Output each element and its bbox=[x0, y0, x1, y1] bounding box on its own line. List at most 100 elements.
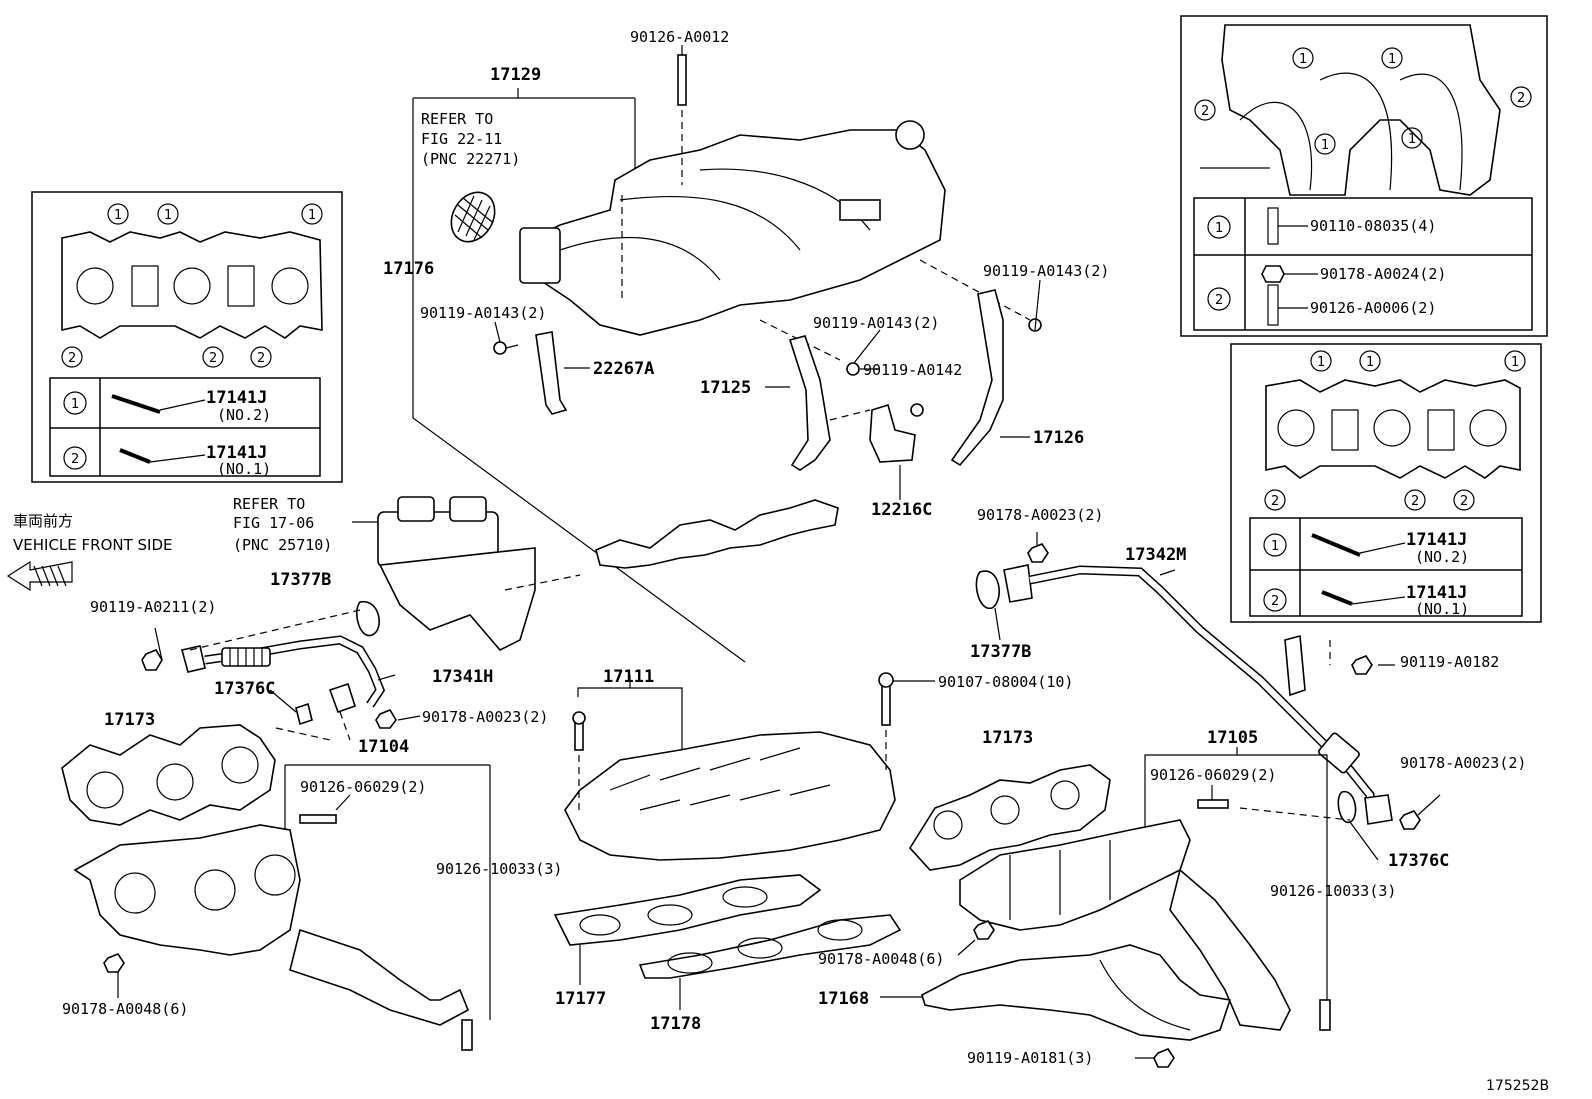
egr-pipe-17342m bbox=[975, 543, 1421, 830]
svg-text:2: 2 bbox=[1201, 104, 1209, 119]
inset-left-gasket: 1 1 1 2 2 2 1 2 17141J (NO.2) 17141J (NO… bbox=[31, 191, 343, 483]
label-12216c: 12216C bbox=[871, 500, 932, 520]
front-label-en: VEHICLE FRONT SIDE bbox=[13, 536, 173, 554]
label-90126-06029-a: 90126-06029(2) bbox=[300, 778, 426, 796]
label-90119-a0143-c: 90119-A0143(2) bbox=[983, 262, 1109, 280]
front-arrow-icon bbox=[6, 560, 73, 592]
inset-mr-row1-note: (NO.2) bbox=[1415, 548, 1469, 566]
exhaust-manifold-17105 bbox=[959, 747, 1351, 1031]
nut-90178-a0048-left bbox=[103, 953, 125, 973]
label-90178-a0023-c: 90178-A0023(2) bbox=[1400, 754, 1526, 772]
svg-text:1: 1 bbox=[114, 208, 122, 223]
label-17177: 17177 bbox=[555, 989, 606, 1009]
label-17178: 17178 bbox=[650, 1014, 701, 1034]
svg-text:2: 2 bbox=[1411, 494, 1419, 509]
intake-manifold-17111 bbox=[564, 672, 935, 861]
svg-text:2: 2 bbox=[1271, 494, 1279, 509]
bracket-22267a bbox=[535, 331, 568, 415]
gasket-17376c-right bbox=[1337, 791, 1357, 823]
exhaust-gasket-right bbox=[909, 764, 1111, 871]
stud-90126-a0012 bbox=[677, 54, 687, 106]
label-17376c-left: 17376C bbox=[214, 679, 275, 699]
label-90126-a0012: 90126-A0012 bbox=[630, 28, 729, 46]
ref-17-06-line1: REFER TO bbox=[233, 495, 305, 513]
inset-tr-row2-part-b: 90126-A0006(2) bbox=[1310, 299, 1436, 317]
manifold-body bbox=[527, 129, 946, 336]
inset-left-frame bbox=[31, 191, 343, 483]
exhaust-manifold-17104 bbox=[73, 764, 491, 1051]
label-17104: 17104 bbox=[358, 737, 409, 757]
svg-text:1: 1 bbox=[1511, 355, 1519, 370]
label-90107-08004: 90107-08004(10) bbox=[938, 673, 1073, 691]
upper-intake-manifold bbox=[412, 45, 1031, 663]
label-17342m: 17342M bbox=[1125, 545, 1186, 565]
svg-text:1: 1 bbox=[1299, 52, 1307, 67]
svg-text:1: 1 bbox=[71, 397, 79, 412]
bracket-17126 bbox=[950, 289, 1004, 467]
label-90178-a0023-a: 90178-A0023(2) bbox=[422, 708, 548, 726]
svg-text:1: 1 bbox=[1215, 221, 1223, 236]
svg-text:1: 1 bbox=[1321, 138, 1329, 153]
inset-left-row2-note: (NO.1) bbox=[217, 460, 271, 478]
label-17176: 17176 bbox=[383, 259, 434, 279]
label-17129: 17129 bbox=[490, 65, 541, 85]
gasket-outline bbox=[61, 231, 323, 339]
leader-lines bbox=[117, 279, 1441, 998]
egr-pipe-17341h bbox=[141, 601, 397, 741]
bracket-12216c bbox=[869, 403, 916, 463]
inset-left-row1-part: 17141J bbox=[206, 388, 267, 408]
inset-mr-row2-part: 17141J bbox=[1406, 583, 1467, 603]
svg-text:2: 2 bbox=[1460, 494, 1468, 509]
svg-text:2: 2 bbox=[257, 351, 265, 366]
ref-17-06-line2: FIG 17-06 bbox=[233, 514, 314, 532]
label-17377b-left: 17377B bbox=[270, 570, 331, 590]
inset-mr-row2-note: (NO.1) bbox=[1415, 600, 1469, 618]
label-17376c-right: 17376C bbox=[1388, 851, 1449, 871]
ref-22-11-line2: FIG 22-11 bbox=[421, 130, 502, 148]
bolt-90119-a0211 bbox=[141, 649, 163, 671]
svg-text:1: 1 bbox=[164, 208, 172, 223]
label-17125: 17125 bbox=[700, 378, 751, 398]
inset-tr-row1-part: 90110-08035(4) bbox=[1310, 217, 1436, 235]
upper-gasket-17176 bbox=[595, 499, 839, 569]
vehicle-front-indicator: 車両前方 VEHICLE FRONT SIDE bbox=[6, 512, 173, 592]
label-90178-a0048-a: 90178-A0048(6) bbox=[62, 1000, 188, 1018]
label-90119-a0142: 90119-A0142 bbox=[863, 361, 962, 379]
svg-text:1: 1 bbox=[1317, 355, 1325, 370]
ref-22-11-line3: (PNC 22271) bbox=[421, 150, 520, 168]
label-17168: 17168 bbox=[818, 989, 869, 1009]
svg-text:2: 2 bbox=[209, 351, 217, 366]
label-90119-a0182: 90119-A0182 bbox=[1400, 653, 1499, 671]
svg-text:2: 2 bbox=[1215, 293, 1223, 308]
label-90119-a0143-a: 90119-A0143(2) bbox=[420, 304, 546, 322]
front-label-jp: 車両前方 bbox=[13, 512, 73, 530]
svg-text:2: 2 bbox=[1271, 594, 1279, 609]
label-90126-10033-b: 90126-10033(3) bbox=[1270, 882, 1396, 900]
label-90126-06029-b: 90126-06029(2) bbox=[1150, 766, 1276, 784]
heat-shield-17168 bbox=[880, 944, 1232, 1068]
svg-text:2: 2 bbox=[1517, 91, 1525, 106]
label-17173-left: 17173 bbox=[104, 710, 155, 730]
label-90119-a0181: 90119-A0181(3) bbox=[967, 1049, 1093, 1067]
label-17377b-right: 17377B bbox=[970, 642, 1031, 662]
gasket-17377b-left bbox=[356, 601, 380, 637]
inset-left-row1-note: (NO.2) bbox=[217, 406, 271, 424]
inset-left-row2-part: 17141J bbox=[206, 443, 267, 463]
svg-text:1: 1 bbox=[1388, 52, 1396, 67]
throttle-body bbox=[352, 496, 581, 651]
mesh-screen bbox=[450, 191, 496, 243]
part-labels: 90126-A0012 17129 REFER TO FIG 22-11 (PN… bbox=[62, 28, 1549, 1094]
ref-22-11-line1: REFER TO bbox=[421, 110, 493, 128]
svg-text:1: 1 bbox=[1271, 539, 1279, 554]
label-90178-a0023-b: 90178-A0023(2) bbox=[977, 506, 1103, 524]
label-17126: 17126 bbox=[1033, 428, 1084, 448]
figure-code: 175252B bbox=[1486, 1078, 1549, 1094]
brackets bbox=[493, 289, 1042, 500]
inset-tr-row2-part-a: 90178-A0024(2) bbox=[1320, 265, 1446, 283]
label-17341h: 17341H bbox=[432, 667, 493, 687]
svg-text:2: 2 bbox=[71, 452, 79, 467]
svg-text:1: 1 bbox=[1366, 355, 1374, 370]
label-90119-a0143-b: 90119-A0143(2) bbox=[813, 314, 939, 332]
label-17105: 17105 bbox=[1207, 728, 1258, 748]
inset-top-right: 1 1 2 2 1 1 1 2 90110-08035(4) 90178-A00… bbox=[1180, 15, 1548, 337]
